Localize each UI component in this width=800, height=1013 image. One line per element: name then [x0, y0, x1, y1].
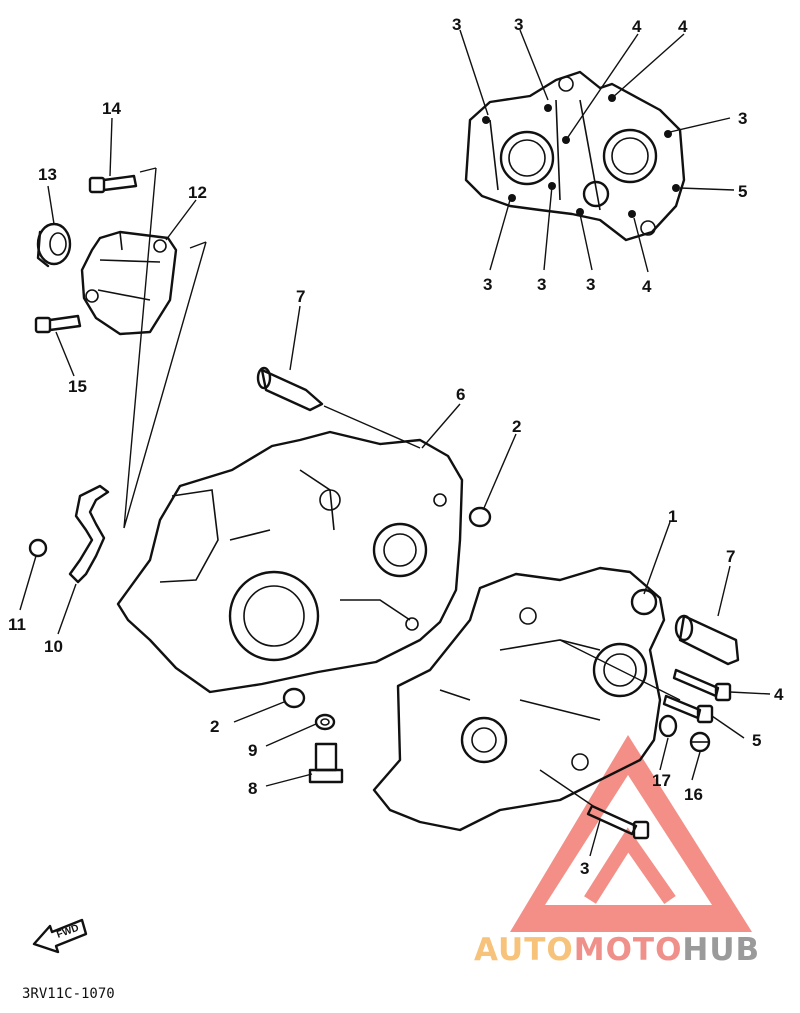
leader-lines — [19, 29, 771, 857]
callout-top-4a: 4 — [632, 17, 642, 36]
part-13-nut — [36, 222, 72, 268]
callout-7-right: 7 — [726, 547, 735, 566]
callout-top-4c: 4 — [642, 277, 652, 296]
callout-13: 13 — [38, 165, 57, 184]
part-9-washer — [314, 713, 336, 731]
callout-top-3f: 3 — [586, 275, 595, 294]
part-10-clip — [68, 484, 110, 584]
callout-7-upper: 7 — [296, 287, 305, 306]
part-17-washer — [658, 714, 678, 738]
part-7-dowel-upper — [256, 366, 324, 412]
callout-top-5: 5 — [738, 182, 747, 201]
part-1-right-crankcase — [372, 566, 666, 832]
diagram-code: 3RV11C-1070 — [22, 986, 115, 1002]
callout-top-3e: 3 — [537, 275, 546, 294]
part-5-bolt — [662, 694, 714, 724]
callout-1: 1 — [668, 507, 677, 526]
forward-arrow-icon: FWD — [32, 918, 88, 954]
callout-17: 17 — [652, 771, 671, 790]
callout-9: 9 — [248, 741, 257, 760]
callout-14: 14 — [102, 99, 121, 118]
callout-top-3b: 3 — [514, 15, 523, 34]
crankcase-top-view — [464, 70, 686, 242]
watermark-logo — [510, 735, 752, 932]
callout-11: 11 — [8, 615, 26, 634]
watermark-triangle — [510, 735, 752, 932]
callout-top-3d: 3 — [483, 275, 492, 294]
watermark-auto: AUTO — [474, 932, 574, 968]
svg-text:AUTOMOTOHUB: AUTOMOTOHUB — [474, 932, 760, 968]
watermark-hub: HUB — [682, 932, 760, 968]
callout-top-3a: 3 — [452, 15, 461, 34]
callout-4: 4 — [774, 685, 784, 704]
callout-15: 15 — [68, 377, 87, 396]
part-16-screw — [689, 731, 711, 753]
callout-3-lower: 3 — [580, 859, 589, 878]
callout-top-3c: 3 — [738, 109, 747, 128]
part-8-drain-plug — [308, 742, 344, 784]
watermark-moto: MOTO — [574, 932, 683, 968]
callout-labels: 3 3 4 4 3 5 3 3 3 4 14 13 12 15 7 6 2 1 … — [8, 15, 784, 878]
callout-8: 8 — [248, 779, 257, 798]
part-6-left-crankcase — [116, 430, 464, 694]
part-2-dowel-lower — [282, 687, 306, 709]
callout-6: 6 — [456, 385, 465, 404]
part-11-screw — [28, 538, 48, 558]
callout-2-lower: 2 — [210, 717, 219, 736]
part-4-bolt — [672, 668, 732, 702]
callout-top-4b: 4 — [678, 17, 688, 36]
part-3-bolt-lower — [586, 804, 650, 840]
part-7-dowel-right — [674, 614, 740, 666]
part-15-bolt — [34, 314, 82, 334]
watermark-text: AUTOMOTOHUB — [474, 932, 760, 968]
callout-2-upper: 2 — [512, 417, 521, 436]
callout-12: 12 — [188, 183, 207, 202]
callout-16: 16 — [684, 785, 703, 804]
part-12-bracket — [80, 230, 178, 336]
part-14-bolt — [88, 174, 138, 194]
part-2-dowel-upper — [468, 506, 492, 528]
callout-10: 10 — [44, 637, 63, 656]
callout-5: 5 — [752, 731, 761, 750]
